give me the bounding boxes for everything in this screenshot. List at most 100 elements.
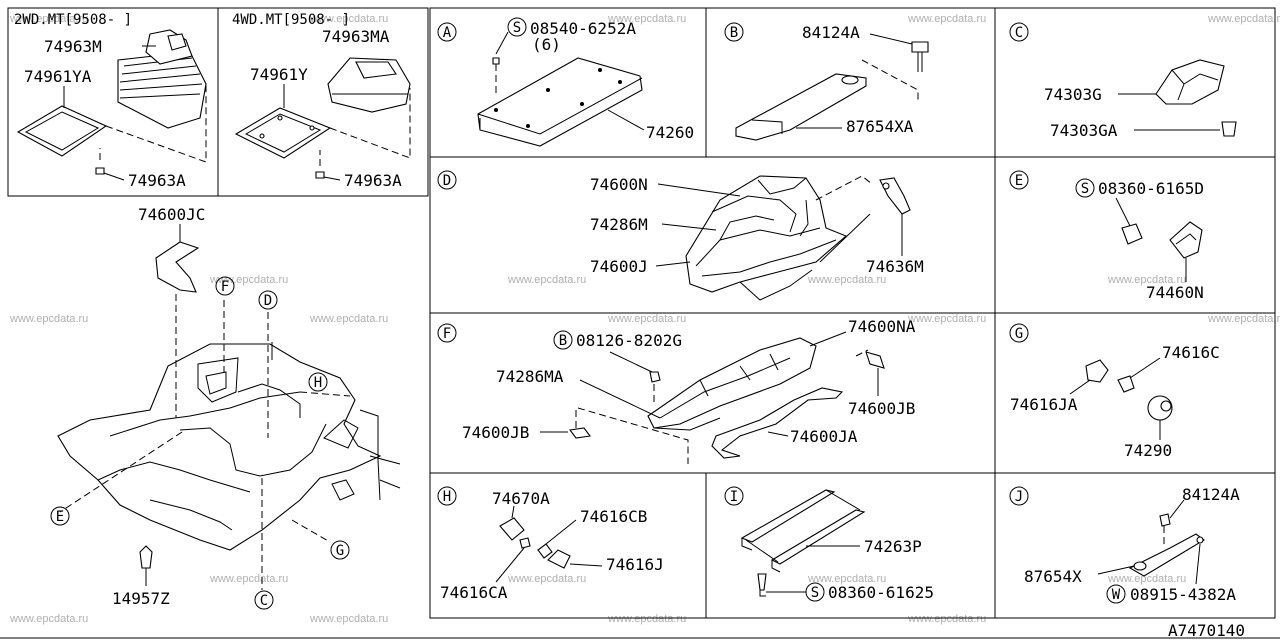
shift-boot-2wd [117, 29, 207, 129]
watermark: www.epcdata.ru [807, 274, 886, 286]
label-74616J: 74616J [606, 555, 664, 574]
label-74616JA: 74616JA [1010, 395, 1078, 414]
label-74670A: 74670A [492, 489, 550, 508]
svg-text:H: H [314, 375, 322, 391]
floor-mat-74260 [477, 57, 643, 147]
watermark: www.epcdata.ru [309, 313, 388, 325]
washer-74616CA [519, 537, 531, 549]
label-74600JB-right: 74600JB [848, 399, 915, 418]
watermark: www.epcdata.ru [807, 573, 886, 585]
screw-2wd [95, 167, 105, 175]
bracket-74636M [879, 177, 911, 215]
svg-text:A: A [443, 25, 452, 41]
bolt-symbol-S: S [507, 17, 527, 37]
callout-E: E [50, 506, 70, 526]
panel-C: C 74303G 74303GA [1009, 22, 1237, 140]
panel-letter-H: H [437, 486, 457, 506]
svg-text:S: S [513, 20, 521, 36]
watermark: www.epcdata.ru [309, 13, 388, 25]
bracket-87654XA [735, 73, 867, 141]
bolt-A [492, 57, 500, 65]
bolt-B [911, 41, 929, 53]
clip-74616CB [537, 543, 553, 559]
label-74963MA: 74963MA [322, 27, 390, 46]
bolt-symbol-B: B [553, 330, 573, 350]
label-08360-6165D: 08360-6165D [1098, 179, 1204, 198]
svg-text:W: W [1112, 587, 1121, 603]
svg-text:S: S [811, 585, 819, 601]
label-74600JA: 74600JA [790, 427, 858, 446]
watermark: www.epcdata.ru [507, 274, 586, 286]
label-74616CB: 74616CB [580, 507, 647, 526]
label-74963A-4wd: 74963A [344, 171, 402, 190]
callout-D: D [258, 290, 278, 310]
grommet-74616J [547, 549, 571, 569]
svg-text:G: G [1015, 326, 1023, 342]
watermark: www.epcdata.ru [1107, 274, 1186, 286]
panel-B: B 84124A 87654XA [724, 22, 929, 141]
panel-letter-D: D [437, 170, 457, 190]
label-74286MA: 74286MA [496, 367, 564, 386]
label-14957Z: 14957Z [112, 589, 170, 608]
panel-letter-E: E [1009, 170, 1029, 190]
clip-74616C [1117, 375, 1135, 393]
label-74963M: 74963M [44, 37, 102, 56]
part-74303GA [1221, 121, 1237, 137]
panel-H: H 74670A 74616CB 74616J 74616CA [437, 486, 664, 602]
bolt-J [1159, 513, 1171, 527]
label-74600J: 74600J [590, 257, 648, 276]
svg-text:B: B [559, 333, 567, 349]
header-4wd: 4WD.MT[9508- ] [232, 12, 350, 28]
label-74303G: 74303G [1044, 85, 1102, 104]
shift-boot-4wd [327, 57, 411, 113]
panel-2wd: 2WD.MT[9508- ] 74963M 74961YA 74963A [14, 12, 207, 190]
svg-text:H: H [443, 489, 451, 505]
main-floor-view: 74600JC 14957Z [50, 205, 401, 610]
label-74263P: 74263P [864, 537, 922, 556]
panel-F: F B 08126-8202G 74600NA 74286MA 74600JB … [437, 317, 916, 464]
svg-text:B: B [730, 25, 738, 41]
figure-id: A7470140 [1168, 621, 1245, 640]
watermark: www.epcdata.ru [607, 313, 686, 325]
label-74290: 74290 [1124, 441, 1172, 460]
label-74260: 74260 [646, 123, 694, 142]
grommet-74290 [1147, 395, 1173, 421]
panel-letter-A: A [437, 22, 457, 42]
watermark: www.epcdata.ru [507, 573, 586, 585]
plate-2wd [16, 105, 108, 157]
svg-text:E: E [1015, 173, 1023, 189]
panel-G: G 74616C 74616JA 74290 [1009, 323, 1220, 460]
watermark: www.epcdata.ru [209, 573, 288, 585]
bracket-87654X [1128, 533, 1205, 577]
pad-74600JB-left [569, 427, 591, 439]
clip-74460N [1169, 221, 1203, 259]
panel-A: A S 08540-6252A (6) 74260 [437, 17, 694, 147]
bolt-I [757, 573, 767, 591]
watermark-layer: www.epcdata.ru www.epcdata.ru www.epcdat… [9, 13, 1280, 625]
callout-C: C [254, 590, 274, 610]
plate-4wd [234, 107, 332, 159]
label-74600JC: 74600JC [138, 205, 205, 224]
svg-text:S: S [1081, 181, 1089, 197]
callout-F: F [215, 276, 235, 296]
floor-carpet [57, 343, 401, 551]
watermark: www.epcdata.ru [907, 13, 986, 25]
bracket-74600JC [155, 241, 200, 293]
part-74303G [1155, 59, 1225, 105]
panel-D: D 74600N 74286M 74600J 74636M [437, 170, 924, 301]
watermark: www.epcdata.ru [9, 613, 88, 625]
svg-text:E: E [56, 509, 64, 525]
watermark: www.epcdata.ru [309, 613, 388, 625]
svg-text:D: D [443, 173, 451, 189]
svg-text:C: C [1015, 25, 1023, 41]
label-87654X: 87654X [1024, 567, 1082, 586]
grommet-74616JA [1085, 359, 1109, 383]
panel-letter-F: F [437, 323, 457, 343]
panel-J: J W 84124A 87654X 08915-4382A [1009, 485, 1240, 604]
label-74961YA: 74961YA [24, 67, 92, 86]
label-08540-6252A: 08540-6252A [530, 19, 636, 38]
watermark: www.epcdata.ru [607, 613, 686, 625]
label-qty: (6) [532, 35, 561, 54]
pad-74600JB-right [865, 351, 885, 369]
label-74616CA: 74616CA [440, 583, 508, 602]
